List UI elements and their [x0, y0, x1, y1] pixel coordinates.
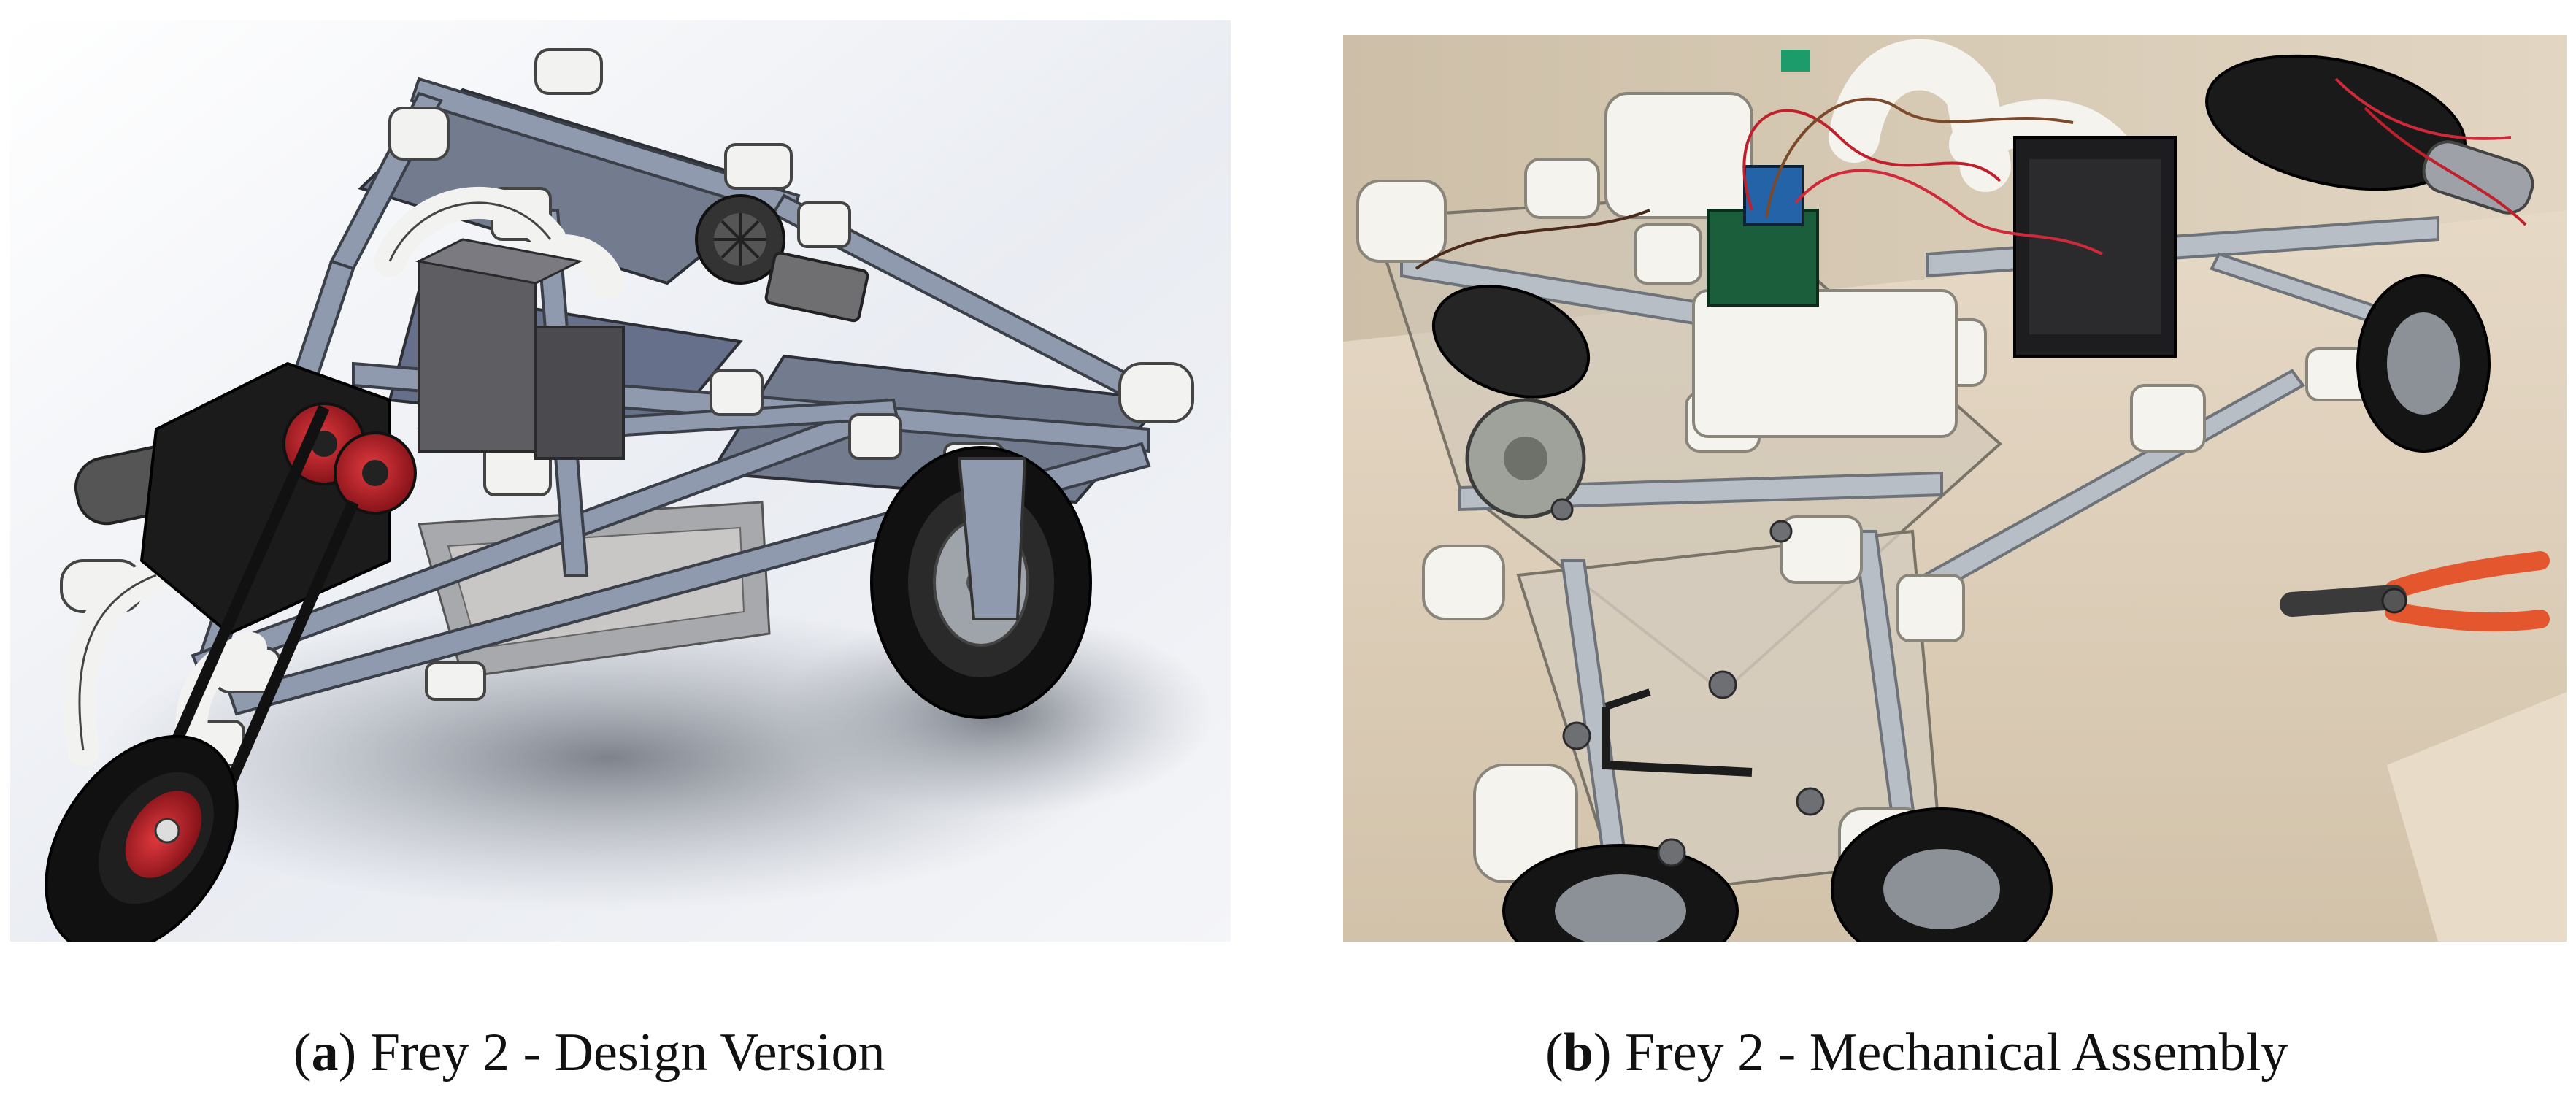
assembly-photo-image [1343, 35, 2567, 942]
caption-b: (b) Frey 2 - Mechanical Assembly [1545, 1023, 2288, 1083]
caption-a-text: Frey 2 - Design Version [369, 1023, 885, 1083]
caption-a: (a) Frey 2 - Design Version [293, 1023, 885, 1083]
caption-b-text: Frey 2 - Mechanical Assembly [1624, 1023, 2288, 1083]
cad-render-image [10, 20, 1231, 942]
caption-b-label: b [1563, 1023, 1593, 1083]
caption-a-label: a [311, 1023, 339, 1083]
